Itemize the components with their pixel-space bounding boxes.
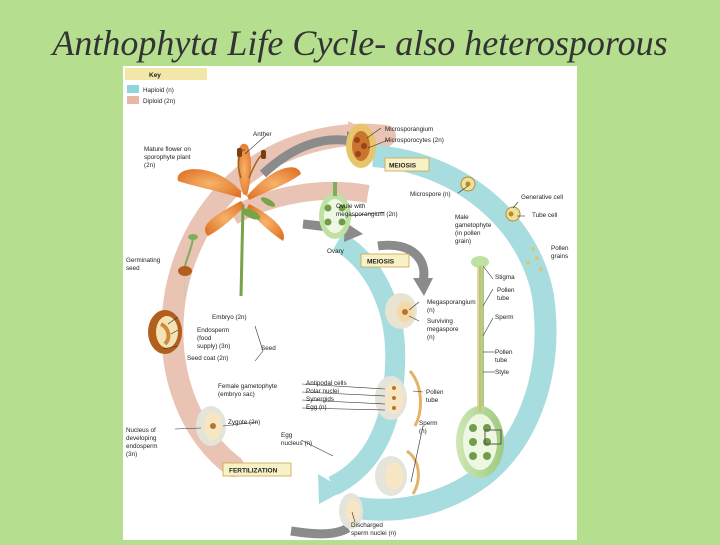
- svg-text:developing: developing: [126, 435, 157, 442]
- flower-illustration: [177, 143, 301, 297]
- svg-text:supply) (3n): supply) (3n): [197, 343, 230, 350]
- svg-text:Sperm: Sperm: [495, 314, 514, 321]
- embryo-sac-illustration: [375, 370, 422, 427]
- meiosis-banner-2: MEIOSIS: [360, 253, 410, 268]
- svg-text:Megasporangium: Megasporangium: [427, 299, 476, 306]
- zygote-illustration: [196, 406, 226, 446]
- svg-text:seed: seed: [126, 265, 140, 272]
- life-cycle-diagram: Key Haploid (n) Diploid (2n): [123, 66, 577, 540]
- svg-text:(in pollen: (in pollen: [455, 230, 481, 237]
- label-anther: Anther: [253, 131, 272, 138]
- svg-text:(embryo sac): (embryo sac): [218, 391, 255, 398]
- svg-text:Germinating: Germinating: [126, 257, 161, 264]
- key-diploid: Diploid (2n): [143, 98, 175, 105]
- svg-text:Embryo (2n): Embryo (2n): [212, 314, 247, 321]
- svg-text:Male: Male: [455, 214, 469, 221]
- meiosis-banner-1: MEIOSIS: [384, 157, 430, 172]
- svg-text:(n): (n): [427, 307, 435, 314]
- slide-title: Anthophyta Life Cycle- also heterosporou…: [52, 23, 668, 63]
- svg-text:Style: Style: [495, 369, 509, 376]
- svg-text:Ovary: Ovary: [327, 248, 345, 255]
- svg-text:Microsporangium: Microsporangium: [385, 126, 433, 133]
- svg-text:Endosperm: Endosperm: [197, 327, 229, 334]
- haploid-swatch: [127, 85, 139, 93]
- svg-text:MEIOSIS: MEIOSIS: [389, 163, 417, 170]
- svg-text:gametophyte: gametophyte: [455, 222, 492, 229]
- grey-arrow-3-head: [413, 278, 433, 296]
- svg-text:Egg (n): Egg (n): [306, 404, 327, 411]
- svg-text:Tube cell: Tube cell: [532, 212, 557, 219]
- svg-text:Pollen: Pollen: [497, 287, 515, 294]
- svg-text:Ovule with: Ovule with: [336, 203, 366, 210]
- svg-text:(2n): (2n): [144, 162, 155, 169]
- life-cycle-svg: Key Haploid (n) Diploid (2n): [125, 68, 569, 539]
- svg-text:Pollen: Pollen: [495, 349, 513, 356]
- svg-text:Generative cell: Generative cell: [521, 194, 563, 201]
- svg-text:Pollen: Pollen: [551, 245, 569, 252]
- anther-illustration: [346, 124, 376, 168]
- svg-text:nucleus (n): nucleus (n): [281, 440, 312, 447]
- svg-text:tube: tube: [495, 357, 508, 364]
- svg-text:Mature flower on: Mature flower on: [144, 146, 191, 153]
- key-haploid: Haploid (n): [143, 87, 174, 94]
- key-legend: Key Haploid (n) Diploid (2n): [125, 68, 207, 108]
- svg-text:Pollen: Pollen: [426, 389, 444, 396]
- svg-text:Seed: Seed: [261, 345, 276, 352]
- svg-text:Female gametophyte: Female gametophyte: [218, 383, 278, 390]
- leader-lines: [162, 127, 525, 523]
- germinating-seed-illustration: [178, 234, 198, 299]
- microspore-cells: [460, 176, 521, 222]
- svg-text:Antipodal cells: Antipodal cells: [306, 380, 347, 387]
- seed-illustration: [148, 310, 182, 354]
- grey-arrow-1: [259, 135, 352, 178]
- diploid-swatch: [127, 96, 139, 104]
- grey-arrow-3: [377, 240, 429, 283]
- svg-text:grains: grains: [551, 253, 568, 260]
- svg-text:grain): grain): [455, 238, 471, 245]
- svg-text:Egg: Egg: [281, 432, 293, 439]
- svg-text:Discharged: Discharged: [351, 522, 383, 529]
- svg-text:(n): (n): [427, 334, 435, 341]
- fertilization-banner: FERTILIZATION: [222, 462, 292, 477]
- ovule-illustration: [319, 182, 351, 239]
- svg-text:(n): (n): [419, 428, 427, 435]
- svg-text:MEIOSIS: MEIOSIS: [367, 259, 395, 266]
- pistil-illustration: [456, 256, 504, 478]
- haploid-cycle-band: [345, 145, 557, 521]
- svg-text:endosperm: endosperm: [126, 443, 158, 450]
- pollen-grains: [526, 247, 543, 271]
- svg-text:Nucleus of: Nucleus of: [126, 427, 156, 434]
- haploid-arrow-head: [318, 474, 345, 504]
- svg-text:sperm nuclei (n): sperm nuclei (n): [351, 530, 396, 537]
- svg-text:tube: tube: [426, 397, 439, 404]
- svg-text:Seed coat (2n): Seed coat (2n): [187, 355, 228, 362]
- svg-text:(food: (food: [197, 335, 212, 342]
- svg-text:Stigma: Stigma: [495, 274, 515, 281]
- svg-text:tube: tube: [497, 295, 510, 302]
- svg-text:Surviving: Surviving: [427, 318, 453, 325]
- pollen-tube-sperm-illustration: [375, 449, 420, 496]
- svg-text:Microsporocytes (2n): Microsporocytes (2n): [385, 137, 444, 144]
- diagram-labels: Anther Mature flower on sporophyte plant…: [126, 126, 569, 537]
- key-title: Key: [149, 72, 161, 79]
- haploid-inner-band: [328, 232, 406, 495]
- svg-text:(3n): (3n): [126, 451, 137, 458]
- svg-text:megasporangium (2n): megasporangium (2n): [336, 211, 398, 218]
- svg-text:Synergids: Synergids: [306, 396, 334, 403]
- svg-text:sporophyte plant: sporophyte plant: [144, 154, 191, 161]
- double-fertilization-illustration: [339, 493, 363, 529]
- svg-text:Zygote (2n): Zygote (2n): [228, 419, 260, 426]
- megaspore-illustration: [385, 293, 417, 329]
- svg-text:Microspore (n): Microspore (n): [410, 191, 451, 198]
- svg-text:Polar nuclei: Polar nuclei: [306, 388, 339, 395]
- grey-arrow-4: [290, 524, 351, 539]
- svg-text:Sperm: Sperm: [419, 420, 438, 427]
- svg-text:FERTILIZATION: FERTILIZATION: [229, 468, 278, 475]
- svg-text:megaspore: megaspore: [427, 326, 459, 333]
